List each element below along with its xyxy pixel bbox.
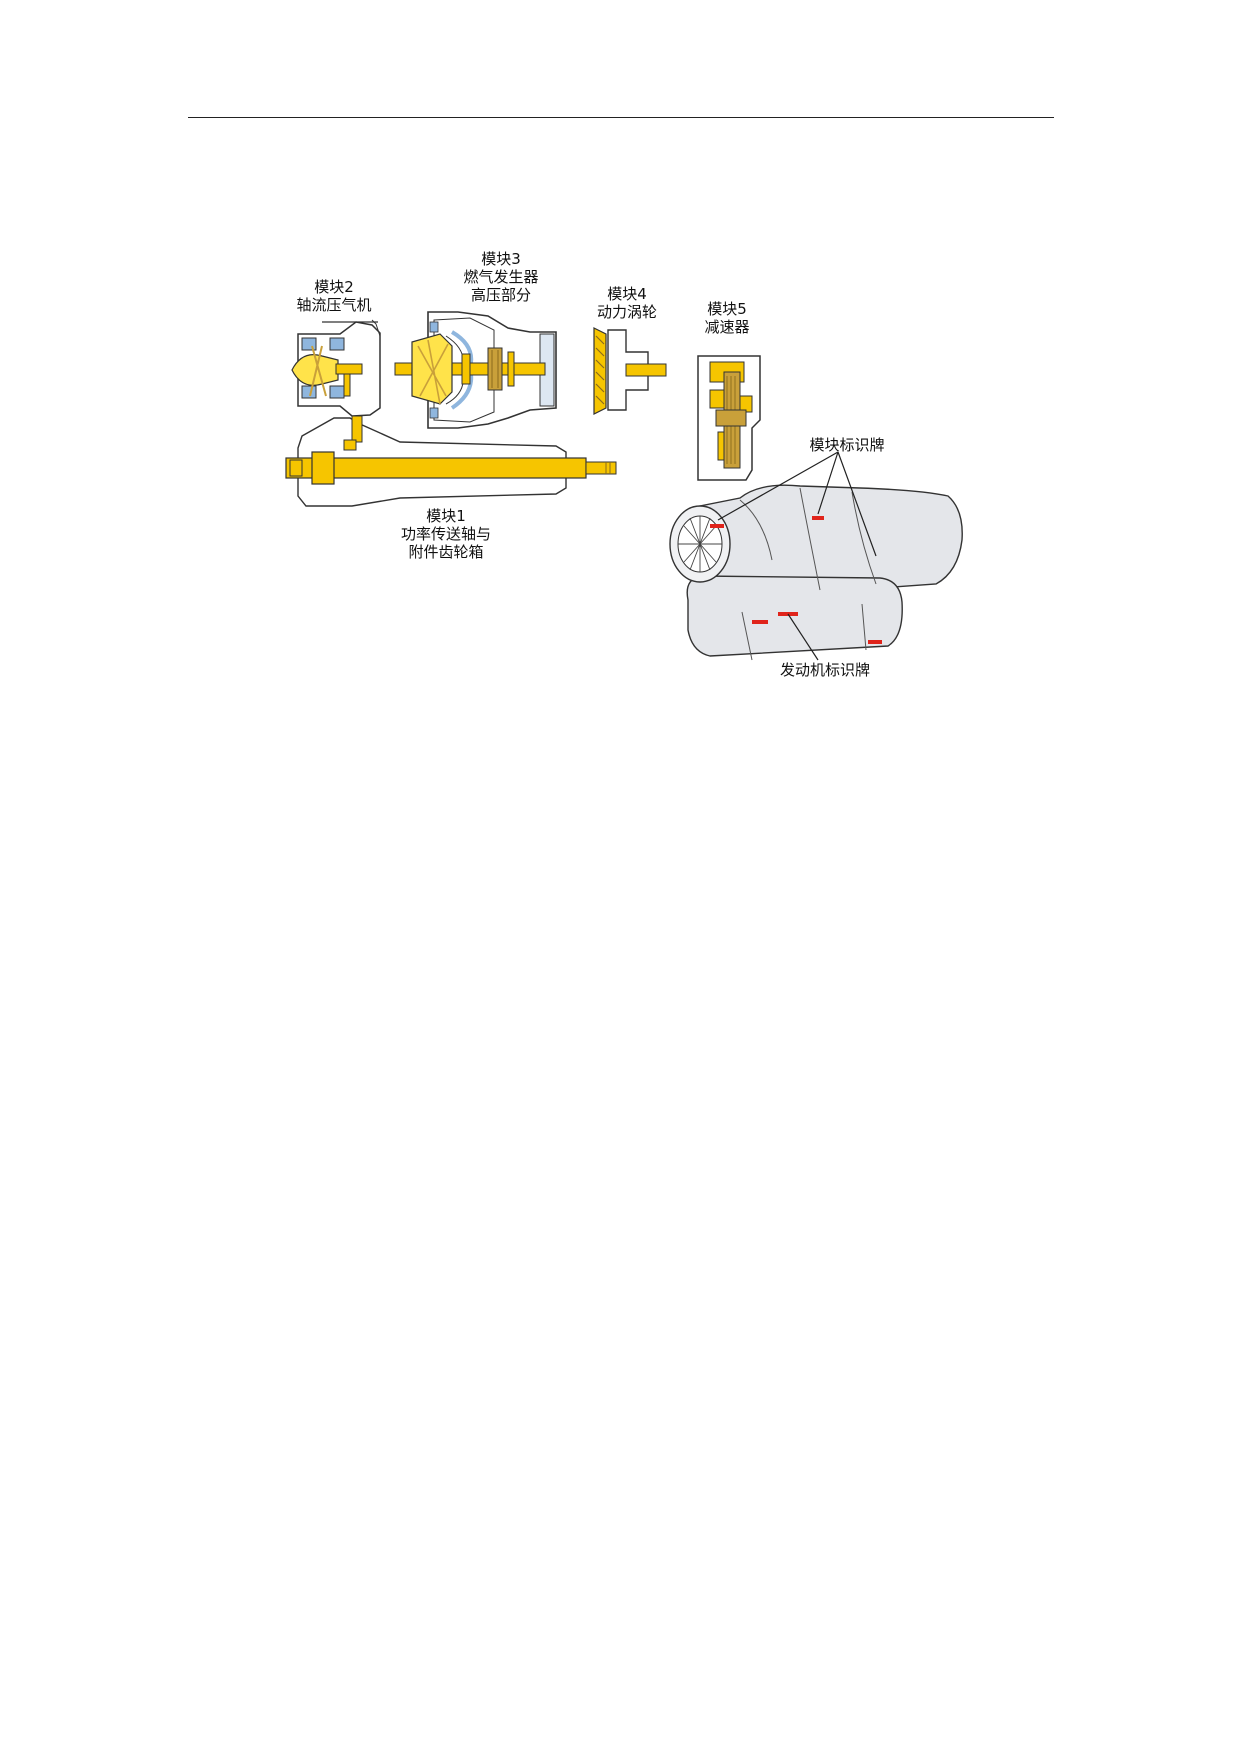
module1-shaft-drawing [285,415,617,507]
module3-gas-generator-drawing [394,311,557,429]
module3-number: 模块3 [481,250,521,268]
module3-subname: 高压部分 [470,286,531,304]
module4-number: 模块4 [607,285,647,303]
engine-plate-callout: 发动机标识牌 [779,661,870,679]
module1-subname: 附件齿轮箱 [408,543,484,561]
module-plates-callout: 模块标识牌 [809,436,885,454]
assembled-engine-drawing [669,451,963,661]
module3-label: 模块3 燃气发生器 高压部分 [452,250,550,304]
module5-number: 模块5 [707,300,747,318]
module1-number: 模块1 [426,507,466,525]
module2-number: 模块2 [314,278,354,296]
module2-label: 模块2 轴流压气机 [291,278,377,314]
header-rule [188,117,1054,118]
module4-power-turbine-drawing [593,327,667,415]
module5-label: 模块5 减速器 [696,300,758,336]
module4-name: 动力涡轮 [596,303,657,321]
module5-name: 减速器 [704,318,750,336]
module5-gearbox-drawing [697,355,761,481]
module1-name: 功率传送轴与 [400,525,491,543]
module2-compressor-drawing [291,319,381,417]
module3-name: 燃气发生器 [463,268,539,286]
module4-label: 模块4 动力涡轮 [587,285,667,321]
module2-name: 轴流压气机 [296,296,372,314]
module1-label: 模块1 功率传送轴与 附件齿轮箱 [396,507,496,561]
